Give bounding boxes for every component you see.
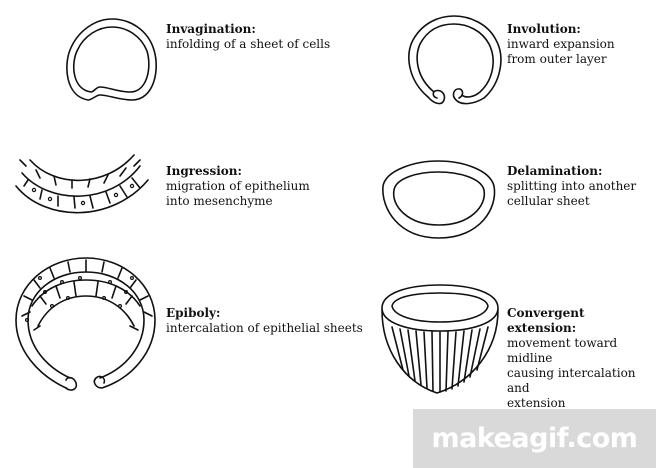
convergent-extension-label: Convergent extension: movement toward mi… — [507, 306, 656, 411]
watermark: makeagif.com — [413, 409, 656, 468]
process-description: infolding of a sheet of cells — [166, 37, 331, 51]
process-description: migration of epithelium into mesenchyme — [166, 179, 310, 208]
process-title: Involution: — [507, 22, 581, 36]
convergent-extension-icon — [381, 284, 499, 394]
invagination-icon — [66, 18, 157, 101]
epiboly-icon — [15, 257, 156, 391]
process-title: Ingression: — [166, 164, 242, 178]
process-title: Epiboly: — [166, 306, 221, 320]
involution-icon — [408, 15, 502, 105]
process-title: Delamination: — [507, 164, 603, 178]
delamination-icon — [382, 160, 496, 239]
process-title: Convergent extension: — [507, 306, 585, 335]
process-description: intercalation of epithelial sheets — [166, 321, 363, 335]
process-description: movement toward midline causing intercal… — [507, 336, 636, 410]
epiboly-cell-nuclei — [25, 276, 135, 323]
ingression-icon — [15, 154, 149, 214]
ingression-cell-nuclei — [31, 183, 135, 206]
epiboly-label: Epiboly: intercalation of epithelial she… — [166, 306, 363, 336]
ingression-label: Ingression: migration of epithelium into… — [166, 164, 310, 209]
invagination-label: Invagination: infolding of a sheet of ce… — [166, 22, 330, 52]
delamination-label: Delamination: splitting into another cel… — [507, 164, 636, 209]
process-description: splitting into another cellular sheet — [507, 179, 637, 208]
process-title: Invagination: — [166, 22, 256, 36]
involution-label: Involution: inward expansion from outer … — [507, 22, 615, 67]
process-description: inward expansion from outer layer — [507, 37, 615, 66]
